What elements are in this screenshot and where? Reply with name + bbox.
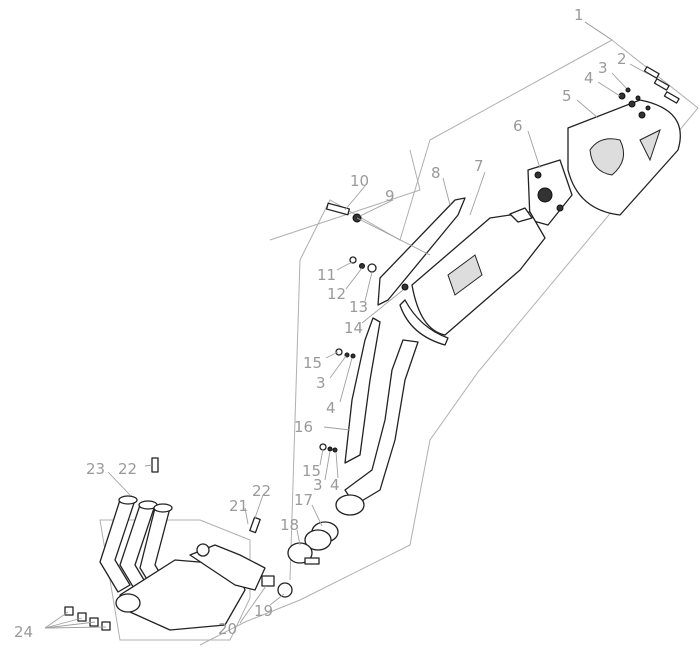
callout-2: 2 (617, 50, 627, 68)
callout-4: 4 (584, 69, 594, 87)
lower-heat-shield (344, 317, 381, 464)
callout-15a: 15 (303, 354, 322, 372)
callout-11: 11 (317, 266, 336, 284)
catalyst-collector (115, 543, 266, 631)
callout-4c: 4 (330, 476, 340, 494)
callout-3b: 3 (316, 374, 326, 392)
sleeve-and-clamp (287, 521, 339, 565)
callout-22b: 22 (252, 482, 271, 500)
callout-9: 9 (385, 187, 395, 205)
upper-heat-shield (377, 197, 466, 306)
callout-8: 8 (431, 164, 441, 182)
oxygen-sensors (151, 457, 261, 534)
bolt-nut (325, 202, 431, 256)
callout-13: 13 (349, 298, 368, 316)
callout-7: 7 (474, 157, 484, 175)
callouts: 1 2 3 4 5 6 7 8 9 10 11 12 13 14 15 3 4 … (14, 6, 627, 641)
callout-22a: 22 (118, 460, 137, 478)
callout-1: 1 (574, 6, 584, 24)
callout-19: 19 (254, 602, 273, 620)
callout-16: 16 (294, 418, 313, 436)
muffler-end-cap (567, 99, 681, 216)
gasket-nut (261, 575, 293, 598)
mid-pipe (335, 339, 419, 516)
plug-caps (64, 606, 111, 631)
callout-23: 23 (86, 460, 105, 478)
callout-5: 5 (562, 87, 572, 105)
callout-3c: 3 (313, 476, 323, 494)
callout-4b: 4 (326, 399, 336, 417)
assembly-boundary (99, 21, 699, 646)
screws-set (618, 66, 680, 119)
callout-12: 12 (327, 285, 346, 303)
callout-17: 17 (294, 491, 313, 509)
callout-20: 20 (218, 620, 237, 638)
flange-plate (527, 159, 573, 226)
leader-lines (44, 21, 649, 629)
callout-6: 6 (513, 117, 523, 135)
muffler-body (399, 207, 546, 346)
callout-24: 24 (14, 623, 33, 641)
callout-18: 18 (280, 516, 299, 534)
callout-15b: 15 (302, 462, 321, 480)
callout-3: 3 (598, 59, 608, 77)
header-pipes (99, 495, 173, 598)
callout-21: 21 (229, 497, 248, 515)
callout-14: 14 (344, 319, 363, 337)
callout-10: 10 (350, 172, 369, 190)
